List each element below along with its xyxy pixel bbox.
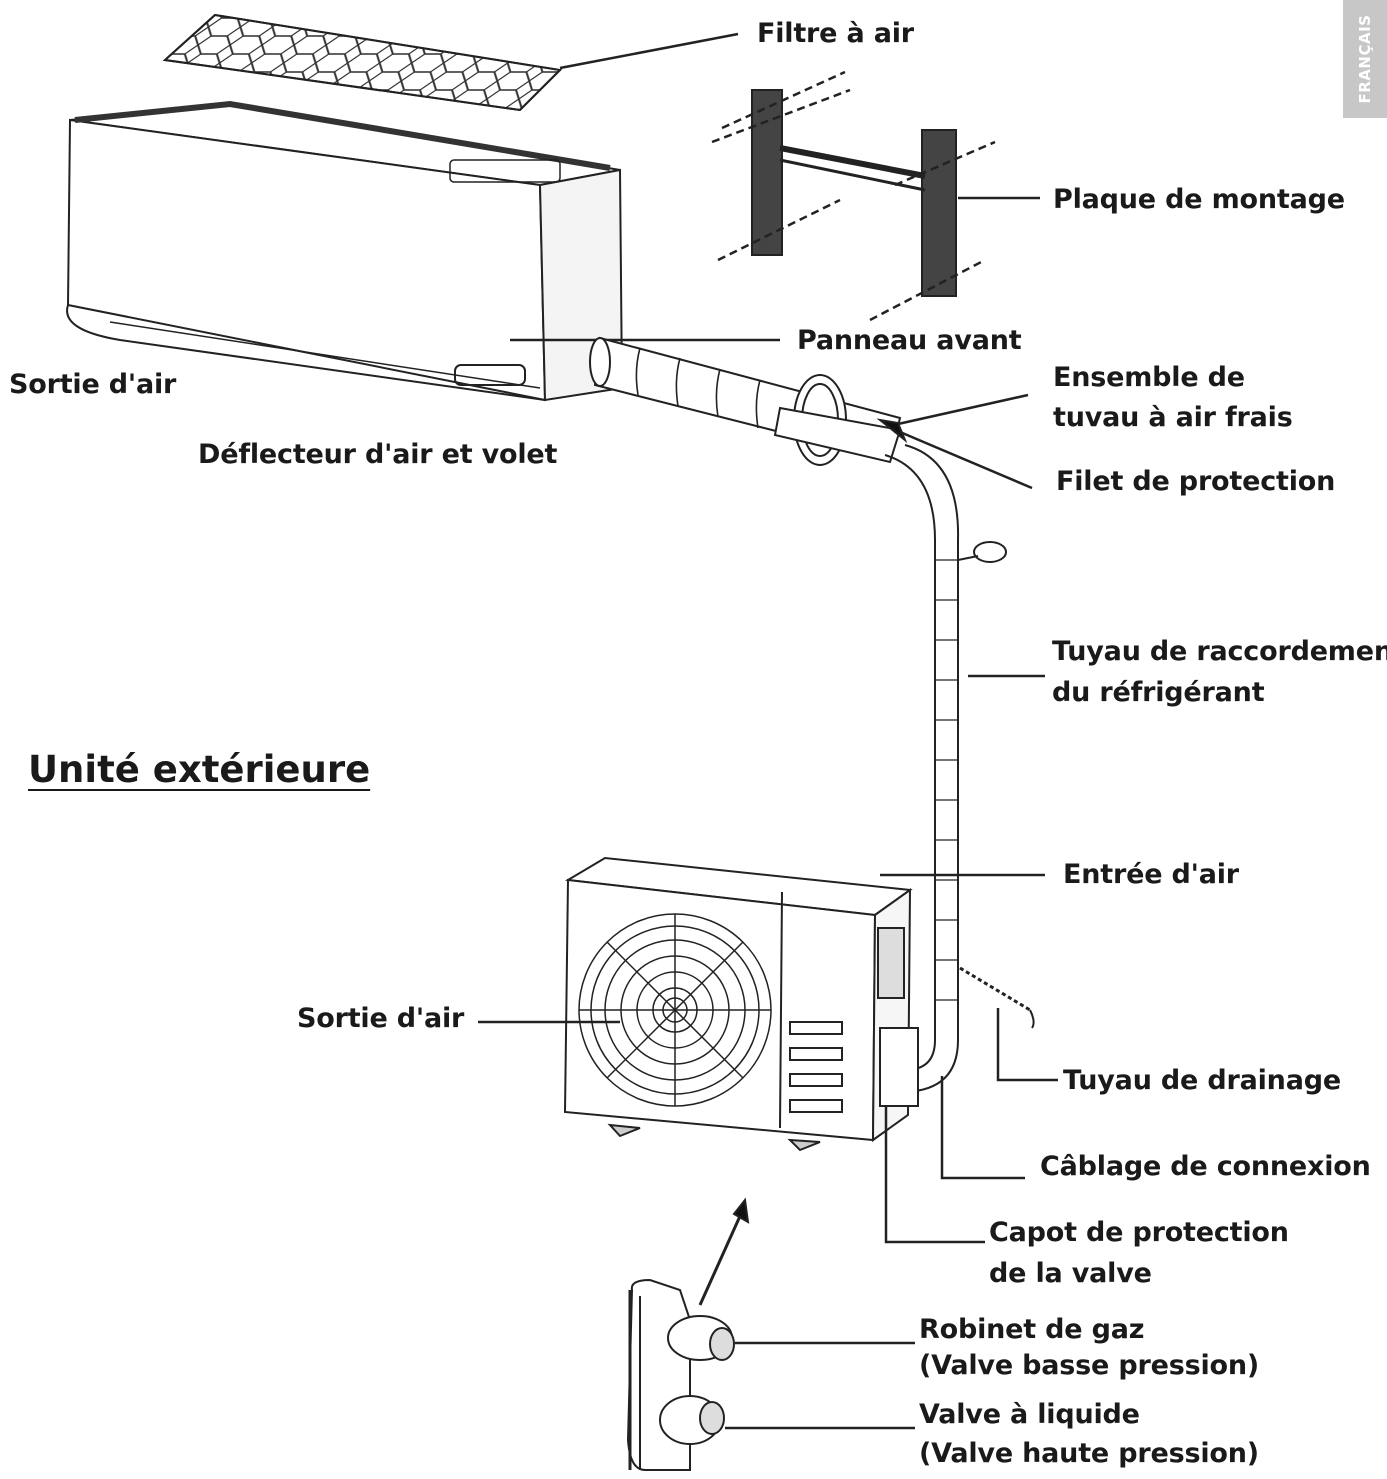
outdoor-unit [478,856,1045,1152]
label-fresh-air-assembly-1: Ensemble de [1053,362,1245,393]
label-gas-valve-2: (Valve basse pression) [919,1350,1260,1381]
label-liquid-valve-2: (Valve haute pression) [919,1438,1259,1469]
label-valve-cover-2: de la valve [989,1258,1152,1289]
label-mounting-plate: Plaque de montage [1053,184,1345,215]
label-refrigerant-pipe-1: Tuyau de raccordement [1052,636,1387,667]
label-refrigerant-pipe-2: du réfrigérant [1052,677,1265,708]
indoor-unit [66,100,780,402]
label-air-inlet: Entrée d'air [1063,859,1239,890]
label-liquid-valve-1: Valve à liquide [919,1399,1140,1430]
label-air-filter: Filtre à air [757,18,914,49]
label-connection-wiring: Câblage de connexion [1040,1151,1371,1182]
label-air-deflector: Déflecteur d'air et volet [198,439,558,470]
connection-lines [879,966,1058,1244]
service-valves [626,1197,915,1471]
language-tab-label: FRANÇAIS [1356,14,1374,104]
label-outdoor-air-outlet: Sortie d'air [297,1003,465,1034]
label-protection-net: Filet de protection [1056,466,1336,497]
fresh-air-duct [589,336,1033,490]
air-filter [162,13,739,112]
label-valve-cover-1: Capot de protection [989,1217,1289,1248]
mounting-plate [711,70,1040,322]
label-indoor-air-outlet: Sortie d'air [9,369,177,400]
label-gas-valve-1: Robinet de gaz [919,1314,1145,1345]
outdoor-unit-heading: Unité extérieure [28,748,371,791]
label-drain-hose: Tuyau de drainage [1063,1065,1341,1096]
label-front-panel: Panneau avant [797,325,1022,356]
language-tab: FRANÇAIS [1343,0,1387,118]
label-fresh-air-assembly-2: tuvau à air frais [1053,402,1293,433]
